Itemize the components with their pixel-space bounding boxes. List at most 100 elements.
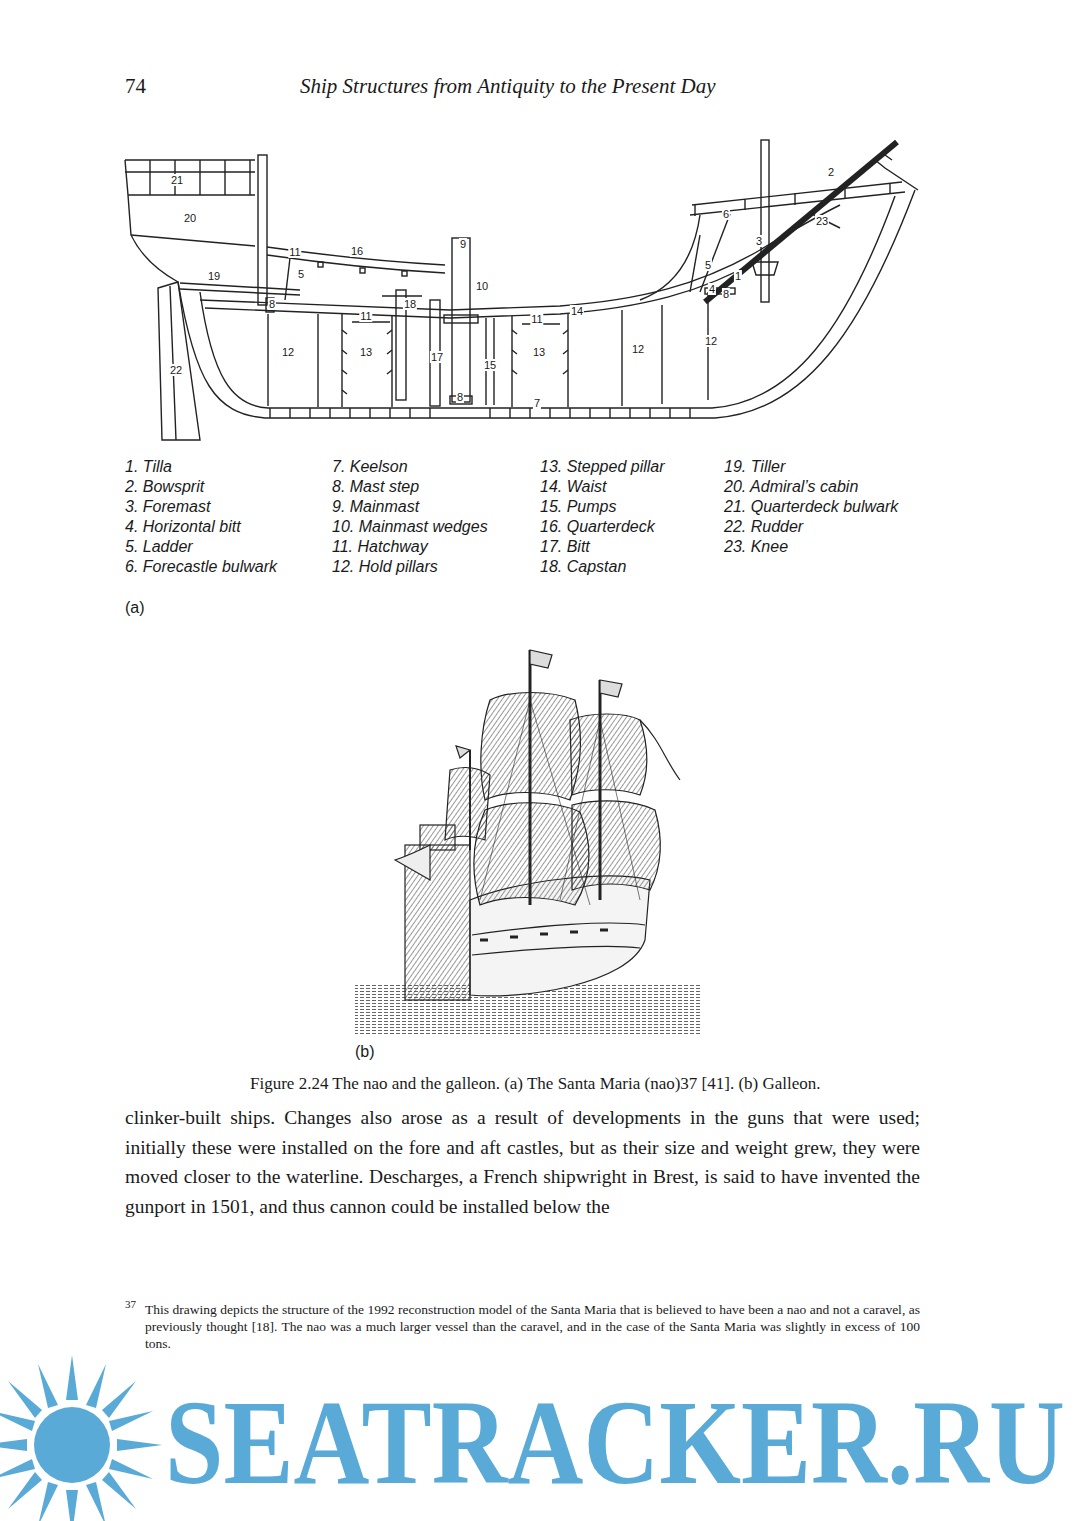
drawing-part xyxy=(224,160,225,195)
drawing-part xyxy=(285,258,290,300)
drawing-part xyxy=(125,159,255,160)
part-key-entry: 14. Waist xyxy=(540,477,606,496)
part-key-entry: 12. Hold pillars xyxy=(332,557,438,576)
callout-number: 17 xyxy=(430,351,444,363)
callout-number: 3 xyxy=(755,235,763,247)
callout-number: 11 xyxy=(359,310,372,322)
drawing-part xyxy=(318,262,323,267)
part-key-entry: 7. Keelson xyxy=(332,457,408,476)
callout-number: 11 xyxy=(530,313,543,325)
drawing-part xyxy=(444,315,478,323)
drawing-part xyxy=(694,204,695,216)
part-key-entry: 22. Rudder xyxy=(724,517,803,536)
callout-number: 20 xyxy=(183,212,197,224)
watermark: SEATRACKER.RU xyxy=(165,1378,1065,1508)
drawing-part xyxy=(170,286,176,440)
drawing-part xyxy=(812,214,840,228)
drawing-part xyxy=(445,768,490,840)
drawing-part xyxy=(402,271,407,276)
drawing-part xyxy=(270,408,690,418)
callout-number: 22 xyxy=(169,364,183,376)
drawing-part xyxy=(149,160,150,195)
drawing-part xyxy=(131,235,255,246)
callout-number: 21 xyxy=(170,174,184,186)
drawing-part xyxy=(640,215,700,300)
footnote-mark: 37 xyxy=(125,1298,136,1311)
part-key-entry: 9. Mainmast xyxy=(332,497,419,516)
drawing-part xyxy=(0,1355,162,1521)
part-key-entry: 13. Stepped pillar xyxy=(540,457,665,476)
part-key-entry: 20. Admiral’s cabin xyxy=(724,477,858,496)
galleon-picture xyxy=(355,650,700,1035)
ship-section xyxy=(125,140,918,440)
drawing-part xyxy=(752,262,778,275)
body-text: clinker-built ships. Changes also arose … xyxy=(125,1103,920,1221)
callout-number: 12 xyxy=(281,346,295,358)
callout-number: 23 xyxy=(815,215,829,227)
part-key-entry: 18. Capstan xyxy=(540,557,626,576)
drawing-part xyxy=(889,183,890,194)
part-key-entry: 2. Bowsprit xyxy=(125,477,204,496)
callout-number: 13 xyxy=(359,346,373,358)
part-key-entry: 19. Tiller xyxy=(724,457,785,476)
running-head: Ship Structures from Antiquity to the Pr… xyxy=(300,74,715,98)
callout-number: 8 xyxy=(268,298,276,310)
panel-letter: (b) xyxy=(355,1042,375,1061)
callout-number: 14 xyxy=(570,305,584,317)
part-key-entry: 17. Bitt xyxy=(540,537,590,556)
callout-number: 5 xyxy=(704,259,712,271)
callout-number: 10 xyxy=(475,280,489,292)
drawing-part xyxy=(268,292,708,407)
panel-letter: (a) xyxy=(125,598,145,617)
callout-number: 16 xyxy=(350,245,364,257)
drawing-part xyxy=(158,282,200,440)
part-key-entry: 5. Ladder xyxy=(125,537,193,556)
drawing-part xyxy=(472,923,645,935)
callout-number: 8 xyxy=(722,288,730,300)
callout-number: 8 xyxy=(456,391,464,403)
drawing-part xyxy=(744,199,745,210)
part-key-entry: 23. Knee xyxy=(724,537,788,556)
callout-number: 9 xyxy=(459,238,467,250)
part-key-entry: 1. Tilla xyxy=(125,457,172,476)
drawing-part xyxy=(125,160,128,195)
drawing-part xyxy=(572,801,660,890)
drawing-part xyxy=(178,190,915,418)
drawing-part xyxy=(692,182,902,205)
part-key-entry: 11. Hatchway xyxy=(332,537,428,556)
drawing-part xyxy=(700,214,730,292)
callout-number: 2 xyxy=(827,166,835,178)
drawing-part xyxy=(481,693,581,801)
drawing-part xyxy=(205,258,762,318)
part-key-entry: 4. Horizontal bitt xyxy=(125,517,241,536)
callout-number: 4 xyxy=(708,283,716,295)
callout-number: 12 xyxy=(631,343,645,355)
drawing-part xyxy=(875,155,918,190)
drawing-part xyxy=(456,746,470,758)
drawing-part xyxy=(360,268,365,273)
part-key-entry: 8. Mast step xyxy=(332,477,419,496)
drawing-part xyxy=(342,330,568,394)
part-key-entry: 16. Quarterdeck xyxy=(540,517,655,536)
drawing-part xyxy=(480,700,640,905)
drawing-part xyxy=(180,289,300,295)
drawing-part xyxy=(249,160,250,195)
drawing-part xyxy=(199,160,200,195)
drawing-part xyxy=(472,946,640,955)
drawing-part xyxy=(530,650,552,668)
drawing-part xyxy=(761,140,769,302)
callout-number: 12 xyxy=(704,335,718,347)
callout-number: 1 xyxy=(734,270,742,282)
callout-number: 11 xyxy=(288,246,301,258)
drawing-part xyxy=(382,295,422,296)
drawing-part xyxy=(600,680,622,697)
drawing-part xyxy=(690,235,700,292)
figure-caption: Figure 2.24 The nao and the galleon. (a)… xyxy=(250,1073,950,1095)
callout-number: 5 xyxy=(297,268,305,280)
drawing-part xyxy=(180,283,300,290)
drawing-part xyxy=(258,155,267,305)
part-key-entry: 15. Pumps xyxy=(540,497,616,516)
drawing-part xyxy=(34,1407,110,1483)
drawing-part xyxy=(794,193,795,205)
